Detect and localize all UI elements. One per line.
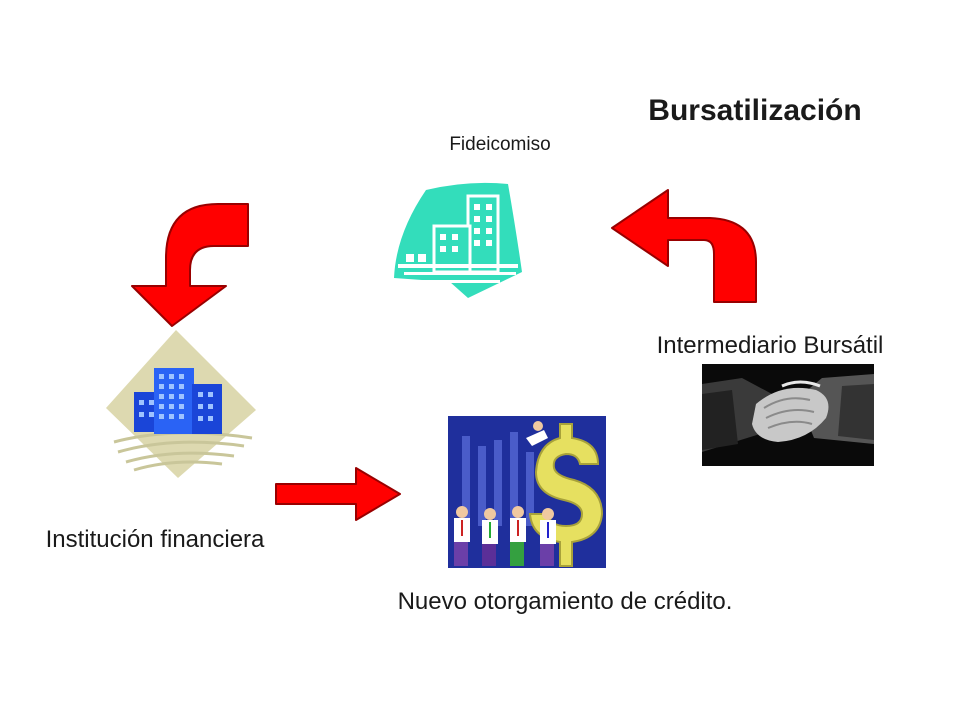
institucion-label: Institución financiera: [45, 526, 265, 553]
arrow-to-nuevo-credito: [275, 467, 401, 521]
intermediario-label: Intermediario Bursátil: [656, 332, 884, 359]
arrow-to-fideicomiso: [611, 189, 757, 303]
diagram-title: Bursatilización: [648, 94, 862, 127]
handshake-icon: [702, 364, 874, 466]
nuevo-credito-label: Nuevo otorgamiento de crédito.: [397, 588, 733, 615]
trust-building-icon: [394, 182, 522, 298]
arrow-to-institucion: [131, 203, 249, 327]
bank-buildings-icon: [106, 330, 256, 478]
dollar-people-icon: [448, 416, 606, 568]
fideicomiso-label: Fideicomiso: [449, 134, 551, 155]
